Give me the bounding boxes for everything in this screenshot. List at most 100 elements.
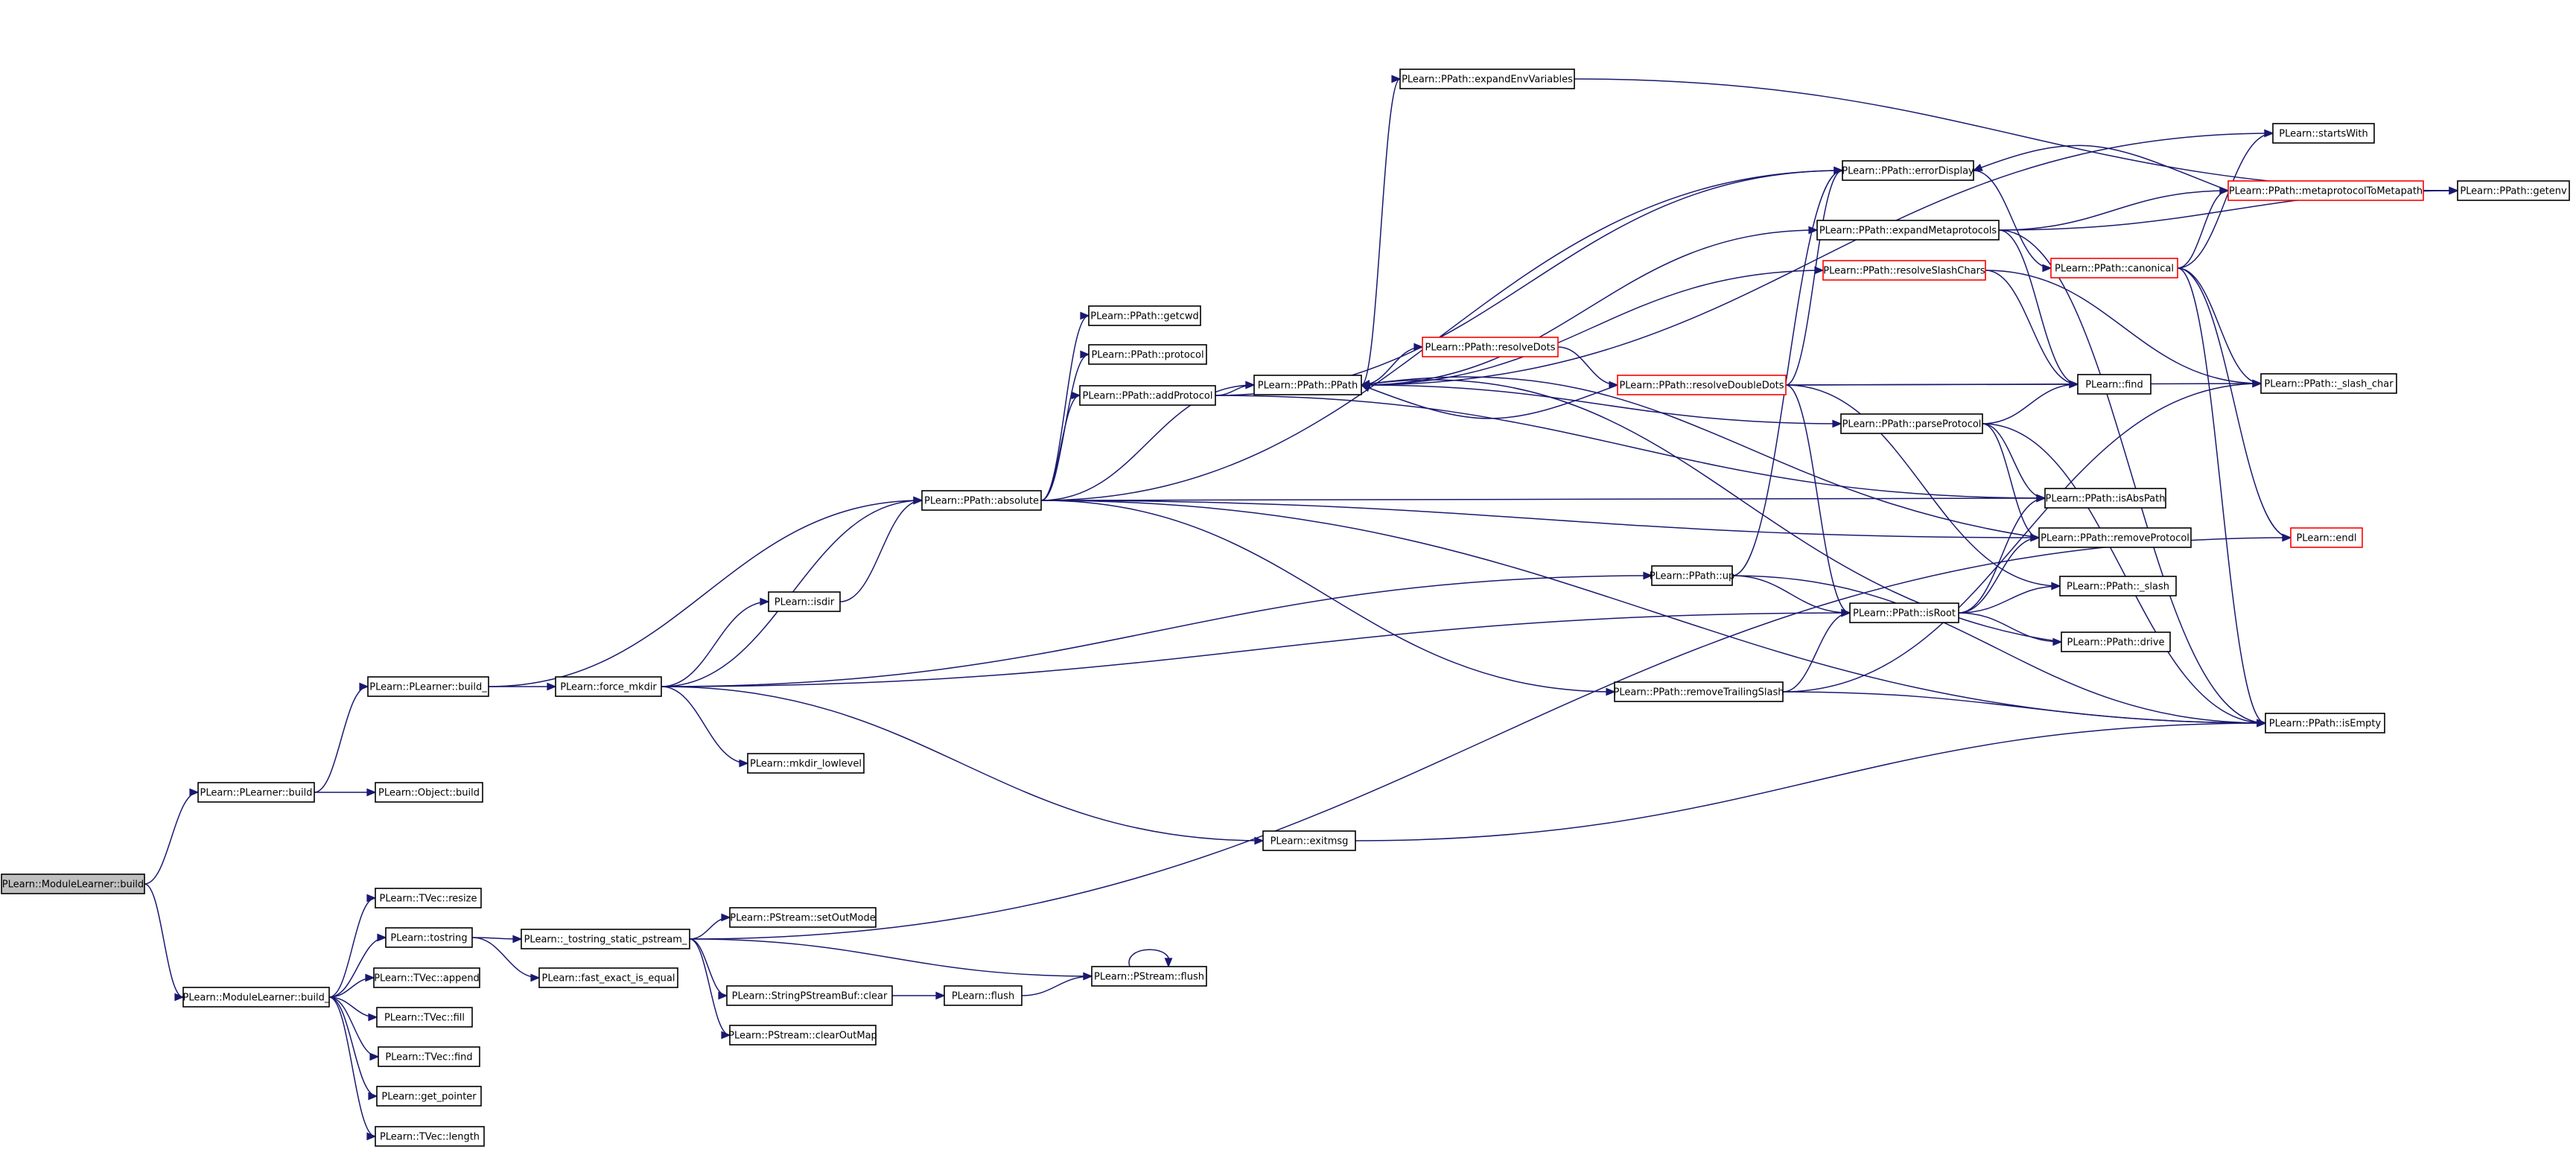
node-box[interactable] — [1, 873, 145, 894]
node-box[interactable] — [1079, 385, 1216, 406]
node-exitmsg[interactable]: PLearn::exitmsg — [1262, 830, 1356, 851]
node-setoutmode[interactable]: PLearn::PStream::setOutMode — [729, 907, 877, 928]
node-expandenv[interactable]: PLearn::PPath::expandEnvVariables — [1399, 69, 1575, 89]
node-addprotocol[interactable]: PLearn::PPath::addProtocol — [1079, 385, 1216, 406]
node-box[interactable] — [373, 967, 480, 988]
node-box[interactable] — [1399, 69, 1575, 89]
node-box[interactable] — [747, 753, 865, 774]
node-pstream-flush[interactable]: PLearn::PStream::flush — [1091, 966, 1207, 987]
node-box[interactable] — [375, 1126, 485, 1147]
node-box[interactable] — [1614, 681, 1784, 702]
node-canonical[interactable]: PLearn::PPath::canonical — [2050, 258, 2178, 279]
node-box[interactable] — [375, 782, 483, 803]
node-errordisplay[interactable]: PLearn::PPath::errorDisplay — [1842, 160, 1974, 181]
node-tvec-append[interactable]: PLearn::TVec::append — [373, 967, 480, 988]
node-box[interactable] — [378, 1046, 480, 1067]
node-parseprotocol[interactable]: PLearn::PPath::parseProtocol — [1840, 413, 1983, 434]
node-slash[interactable]: PLearn::PPath::_slash — [2059, 576, 2177, 596]
node-box[interactable] — [768, 591, 841, 612]
node-box[interactable] — [1088, 344, 1207, 365]
node-box[interactable] — [1091, 966, 1207, 987]
node-box[interactable] — [1617, 375, 1787, 395]
node-box[interactable] — [1840, 413, 1983, 434]
node-tvec-length[interactable]: PLearn::TVec::length — [375, 1126, 485, 1147]
node-box[interactable] — [385, 927, 473, 948]
node-force-mkdir[interactable]: PLearn::force_mkdir — [555, 676, 662, 697]
node-resolvedoubledots[interactable]: PLearn::PPath::resolveDoubleDots — [1617, 375, 1787, 395]
node-protocol[interactable]: PLearn::PPath::protocol — [1088, 344, 1207, 365]
node-box[interactable] — [2457, 180, 2570, 201]
node-ppath[interactable]: PLearn::PPath::PPath — [1253, 375, 1362, 395]
node-removeprotocol[interactable]: PLearn::PPath::removeProtocol — [2038, 527, 2192, 548]
node-expandmeta[interactable]: PLearn::PPath::expandMetaprotocols — [1816, 220, 2000, 241]
node-box[interactable] — [944, 985, 1023, 1006]
node-box[interactable] — [1262, 830, 1356, 851]
node-tostring-static[interactable]: PLearn::_tostring_static_pstream_ — [521, 929, 690, 949]
node-root[interactable]: PLearn::ModuleLearner::build — [1, 873, 145, 894]
node-plearner-build-[interactable]: PLearn::PLearner::build_ — [367, 676, 489, 697]
node-absolute[interactable]: PLearn::PPath::absolute — [921, 490, 1042, 511]
node-endl[interactable]: PLearn::endl — [2290, 527, 2363, 548]
node-tvec-find[interactable]: PLearn::TVec::find — [378, 1046, 480, 1067]
node-box[interactable] — [376, 1007, 473, 1028]
node-box[interactable] — [2290, 527, 2363, 548]
node-slash-char[interactable]: PLearn::PPath::_slash_char — [2260, 373, 2397, 394]
node-tvec-fill[interactable]: PLearn::TVec::fill — [376, 1007, 473, 1028]
node-box[interactable] — [2265, 713, 2385, 733]
node-isempty[interactable]: PLearn::PPath::isEmpty — [2265, 713, 2385, 733]
node-box[interactable] — [2059, 576, 2177, 596]
node-object-build[interactable]: PLearn::Object::build — [375, 782, 483, 803]
node-box[interactable] — [1822, 260, 1986, 281]
node-find[interactable]: PLearn::find — [2077, 374, 2152, 395]
node-up[interactable]: PLearn::PPath::up — [1650, 565, 1735, 586]
node-box[interactable] — [1651, 565, 1733, 586]
node-flush[interactable]: PLearn::flush — [944, 985, 1023, 1006]
node-box[interactable] — [375, 888, 482, 908]
node-ml-build-[interactable]: PLearn::ModuleLearner::build_ — [182, 987, 330, 1008]
node-removetrailing[interactable]: PLearn::PPath::removeTrailingSlash — [1614, 681, 1784, 702]
node-box[interactable] — [1253, 375, 1362, 395]
node-box[interactable] — [521, 929, 690, 949]
node-box[interactable] — [555, 676, 662, 697]
node-resolvedots[interactable]: PLearn::PPath::resolveDots — [1422, 337, 1559, 357]
node-fast-exact[interactable]: PLearn::fast_exact_is_equal — [538, 967, 678, 988]
node-box[interactable] — [1842, 160, 1974, 181]
node-box[interactable] — [1816, 220, 2000, 241]
node-plearner-build[interactable]: PLearn::PLearner::build — [197, 782, 315, 803]
node-drive[interactable]: PLearn::PPath::drive — [2061, 631, 2171, 652]
node-box[interactable] — [1849, 602, 1959, 623]
node-box[interactable] — [538, 967, 678, 988]
node-tostring[interactable]: PLearn::tostring — [385, 927, 473, 948]
node-box[interactable] — [2061, 631, 2171, 652]
node-box[interactable] — [729, 1025, 877, 1046]
node-getenv[interactable]: PLearn::PPath::getenv — [2457, 180, 2570, 201]
node-clearoutmap[interactable]: PLearn::PStream::clearOutMap — [728, 1025, 877, 1046]
node-isroot[interactable]: PLearn::PPath::isRoot — [1849, 602, 1959, 623]
node-tvec-resize[interactable]: PLearn::TVec::resize — [375, 888, 482, 908]
node-box[interactable] — [2050, 258, 2178, 279]
node-mkdir-lowlevel[interactable]: PLearn::mkdir_lowlevel — [747, 753, 865, 774]
node-getcwd[interactable]: PLearn::PPath::getcwd — [1088, 305, 1201, 326]
node-box[interactable] — [726, 985, 893, 1006]
node-box[interactable] — [2044, 488, 2166, 509]
node-spsb-clear[interactable]: PLearn::StringPStreamBuf::clear — [726, 985, 893, 1006]
node-box[interactable] — [2272, 123, 2375, 144]
node-box[interactable] — [921, 490, 1042, 511]
node-box[interactable] — [2038, 527, 2192, 548]
node-box[interactable] — [2227, 180, 2424, 201]
node-box[interactable] — [367, 676, 489, 697]
node-resolveslash[interactable]: PLearn::PPath::resolveSlashChars — [1822, 260, 1986, 281]
node-isabspath[interactable]: PLearn::PPath::isAbsPath — [2044, 488, 2166, 509]
node-box[interactable] — [729, 907, 877, 928]
node-box[interactable] — [197, 782, 315, 803]
node-box[interactable] — [376, 1086, 482, 1107]
node-startswith[interactable]: PLearn::startsWith — [2272, 123, 2375, 144]
node-get-pointer[interactable]: PLearn::get_pointer — [376, 1086, 482, 1107]
node-box[interactable] — [182, 987, 330, 1008]
node-isdir[interactable]: PLearn::isdir — [768, 591, 841, 612]
node-box[interactable] — [1088, 305, 1201, 326]
node-metaproto[interactable]: PLearn::PPath::metaprotocolToMetapath — [2227, 180, 2424, 201]
node-box[interactable] — [2260, 373, 2397, 394]
node-box[interactable] — [2077, 374, 2152, 395]
node-box[interactable] — [1422, 337, 1559, 357]
